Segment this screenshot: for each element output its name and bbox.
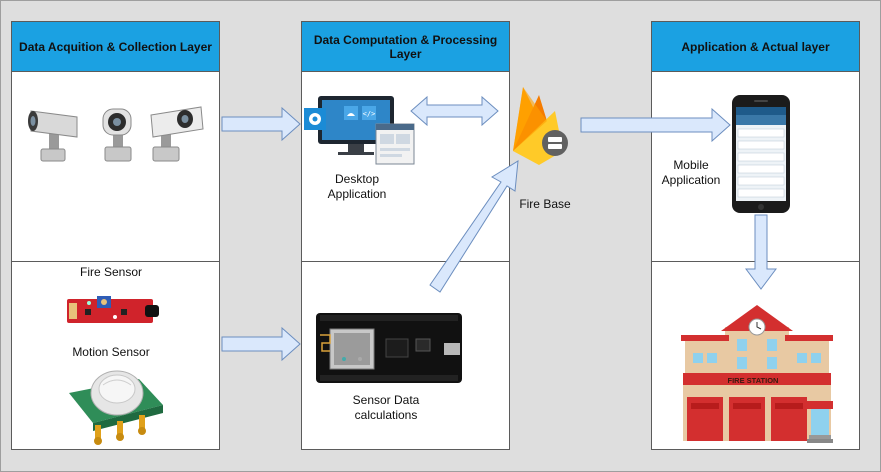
cctv-cameras-icon bbox=[28, 106, 204, 162]
fire-station-sign: FIRE STATION bbox=[728, 376, 779, 385]
arrow-cameras-to-desktop bbox=[221, 106, 301, 142]
mobile-application-label: Mobile Application bbox=[661, 158, 721, 187]
motion-sensor-label: Motion Sensor bbox=[72, 345, 150, 359]
nodemcu-board-icon bbox=[316, 313, 462, 383]
firebase-label: Fire Base bbox=[519, 197, 571, 211]
fire-station-icon: FIRE STATION bbox=[681, 305, 833, 443]
acquisition-layer-divider bbox=[12, 261, 219, 262]
application-layer-title: Application & Actual layer bbox=[652, 22, 859, 72]
pir-motion-sensor-icon bbox=[69, 370, 163, 445]
mobile-phone-icon bbox=[732, 95, 790, 213]
arrow-board-to-firebase bbox=[429, 160, 519, 293]
fire-sensor-label: Fire Sensor bbox=[79, 265, 143, 279]
processing-layer-divider bbox=[302, 261, 509, 262]
sensor-data-calculations-label: Sensor Data calculations bbox=[352, 393, 420, 422]
arrow-mobile-to-fire-station bbox=[745, 214, 777, 290]
processing-layer-title: Data Computation & Processing Layer bbox=[302, 22, 509, 72]
desktop-application-label: Desktop Application bbox=[327, 172, 387, 201]
arrow-firebase-to-mobile bbox=[580, 107, 731, 143]
fire-sensor-module-icon bbox=[67, 296, 159, 323]
svg-text:</>: </> bbox=[363, 110, 376, 118]
desktop-application-icon: </> bbox=[304, 96, 415, 165]
arrow-desktop-firebase-bidirectional bbox=[410, 95, 499, 127]
firebase-icon bbox=[513, 87, 568, 165]
acquisition-layer-title: Data Acquition & Collection Layer bbox=[12, 22, 219, 72]
arrow-sensors-to-board bbox=[221, 326, 301, 362]
